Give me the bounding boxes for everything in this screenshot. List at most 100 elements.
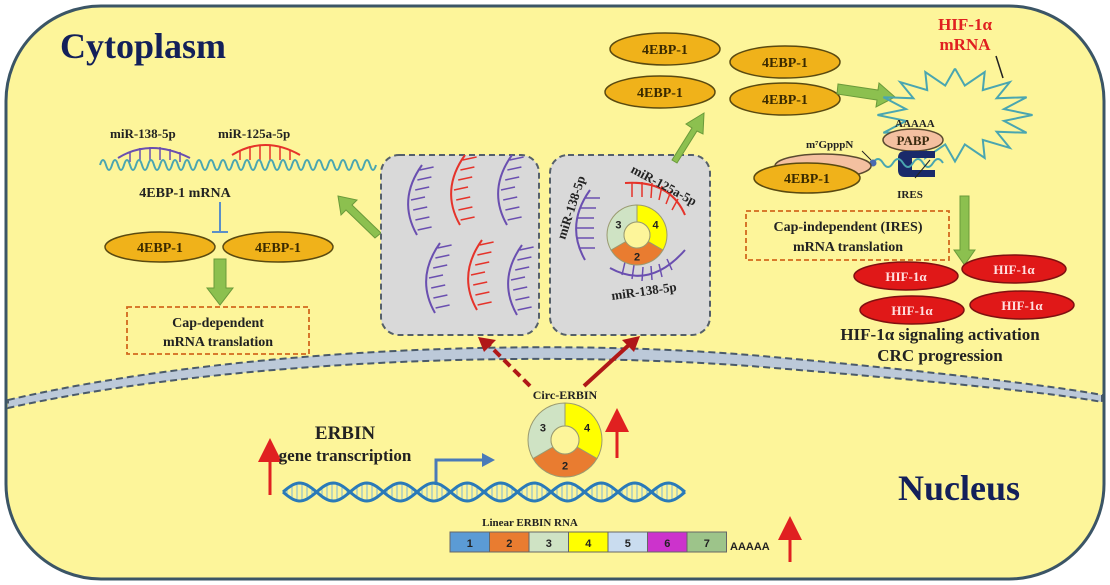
4ebp1-protein-label: 4EBP-1 bbox=[137, 241, 183, 256]
linear-erbin-label: Linear ERBIN RNA bbox=[482, 517, 578, 529]
pabp-label: PABP bbox=[897, 133, 930, 148]
free-mirna bbox=[507, 244, 534, 316]
free-mirna bbox=[467, 239, 494, 311]
hif1a-protein-label: HIF-1α bbox=[1001, 298, 1043, 313]
hif1a-protein-label: HIF-1α bbox=[885, 269, 927, 284]
nucleus-title: Nucleus bbox=[898, 468, 1020, 508]
cap-label: m⁷GpppN bbox=[806, 139, 853, 151]
hif1a-protein-label: HIF-1α bbox=[993, 262, 1035, 277]
4ebp1-mrna-label: 4EBP-1 mRNA bbox=[139, 186, 231, 201]
mir-125a-strand bbox=[231, 144, 301, 156]
circ-erbin-ring: 2 3 4 bbox=[527, 402, 603, 478]
4ebp1-protein bbox=[104, 231, 216, 263]
mir-138-teeth bbox=[129, 147, 181, 162]
solid-export-arrow bbox=[582, 342, 632, 388]
cap-pointer bbox=[861, 150, 872, 161]
free-mirna bbox=[407, 164, 434, 236]
4ebp1-protein-label: 4EBP-1 bbox=[255, 241, 301, 256]
dna-strand bbox=[282, 481, 686, 503]
sponge-ring-hole bbox=[623, 221, 651, 249]
hif1a-protein bbox=[961, 254, 1067, 284]
circ-exon-label: 3 bbox=[540, 422, 546, 434]
promoter-arrow bbox=[434, 458, 484, 485]
cap-independent-box bbox=[745, 210, 950, 261]
hif1a-protein bbox=[859, 295, 965, 325]
gene-transcription-label: gene transcription bbox=[279, 446, 412, 465]
hif-polya-label: AAAAA bbox=[895, 118, 935, 130]
sponge-exon-label: 4 bbox=[653, 219, 660, 231]
mir-125a-teeth bbox=[239, 145, 291, 160]
4ebp1-protein bbox=[729, 45, 841, 79]
cap-dependent-box bbox=[126, 306, 310, 355]
linear-exon-label: 7 bbox=[704, 538, 710, 550]
linear-exon-label: 5 bbox=[625, 538, 631, 550]
sponged-mir-138-left bbox=[575, 189, 591, 261]
mir-125a-label: miR-125a-5p bbox=[218, 126, 290, 141]
free-mirna bbox=[425, 242, 452, 314]
sponge-circ-erbin: 2 3 4 bbox=[606, 204, 668, 266]
sponged-mir-125a bbox=[624, 181, 686, 216]
4ebp1-protein-label: 4EBP-1 bbox=[642, 43, 688, 58]
solid-export-arrowhead bbox=[622, 336, 640, 352]
dna-helix bbox=[282, 481, 686, 503]
hif-signaling-label: HIF-1α signaling activation bbox=[840, 325, 1040, 344]
linear-exon-label: 6 bbox=[664, 538, 670, 550]
4ebp1-bound-protein bbox=[753, 162, 861, 194]
4ebp1-bound-label: 4EBP-1 bbox=[784, 172, 830, 187]
linear-erbin-rna: 1 2 3 4 5 6 7 bbox=[449, 531, 727, 553]
cytoplasm-title: Cytoplasm bbox=[60, 26, 226, 66]
cap-independent-label: Cap-independent (IRES) bbox=[774, 220, 923, 235]
hif1a-protein bbox=[969, 290, 1075, 320]
cap-dependent-label: Cap-dependent bbox=[172, 316, 264, 331]
circ-ring-hole bbox=[550, 425, 580, 455]
erbin-gene-label: ERBIN bbox=[315, 423, 375, 444]
free-mirna bbox=[450, 154, 477, 226]
left-pathway: miR-138-5p miR-125a-5p 4EBP-1 mRNA 4EBP-… bbox=[99, 126, 377, 355]
linear-exon-label: 1 bbox=[467, 538, 473, 550]
ires-translation-label: mRNA translation bbox=[793, 240, 903, 255]
4ebp1-protein bbox=[604, 75, 716, 109]
free-mirna-panel bbox=[380, 154, 540, 336]
circ-erbin-label: Circ-ERBIN bbox=[533, 388, 598, 402]
green-down-arrow-hif bbox=[953, 195, 976, 266]
promoter-arrowhead bbox=[482, 453, 495, 467]
right-pathway: HIF-1α mRNA AAAAA PABP m⁷GpppN 4EBP-1 IR… bbox=[745, 15, 1075, 365]
mir-138-label: miR-138-5p bbox=[110, 126, 176, 141]
sponged-mir-125a-teeth bbox=[631, 182, 679, 211]
mrna-translation-label: mRNA translation bbox=[163, 335, 273, 350]
green-down-arrow bbox=[205, 258, 235, 306]
sponge-exon-label: 2 bbox=[634, 252, 640, 264]
linear-exon-7 bbox=[686, 531, 727, 553]
green-arrow-to-hif-mrna bbox=[836, 82, 896, 108]
nuclear-membrane bbox=[7, 346, 1103, 410]
dashed-export-arrowhead bbox=[478, 337, 496, 352]
4ebp1-protein bbox=[729, 82, 841, 116]
circ-exon-label: 4 bbox=[584, 422, 591, 434]
free-mirna bbox=[497, 154, 524, 226]
hif1a-protein-label: HIF-1α bbox=[891, 303, 933, 318]
green-arrow-to-4ebp1 bbox=[671, 112, 705, 164]
hif1a-protein bbox=[853, 261, 959, 291]
4ebp1-protein bbox=[609, 32, 721, 66]
4ebp1-mrna-strand bbox=[99, 159, 377, 171]
linear-exon-label: 2 bbox=[506, 538, 512, 550]
sponged-mir-138-left-teeth bbox=[576, 197, 600, 249]
circ-exon-label: 2 bbox=[562, 461, 568, 473]
ires-label: IRES bbox=[897, 189, 923, 201]
hif-mrna-label-1: HIF-1α bbox=[938, 15, 992, 34]
sponged-mir-138-bottom bbox=[609, 249, 686, 277]
linear-exon-label: 3 bbox=[546, 538, 552, 550]
hif-mrna-label-2: mRNA bbox=[940, 35, 992, 54]
green-arrow-to-mrna bbox=[337, 195, 382, 239]
linear-exon-label: 4 bbox=[585, 538, 592, 550]
4ebp1-protein bbox=[222, 231, 334, 263]
sponged-mir-138-bottom-teeth bbox=[621, 258, 673, 282]
sponge-exon-label: 3 bbox=[615, 219, 621, 231]
4ebp1-protein-label: 4EBP-1 bbox=[762, 93, 808, 108]
ires-complex bbox=[898, 151, 935, 177]
hif-mrna-pointer bbox=[995, 55, 1004, 79]
